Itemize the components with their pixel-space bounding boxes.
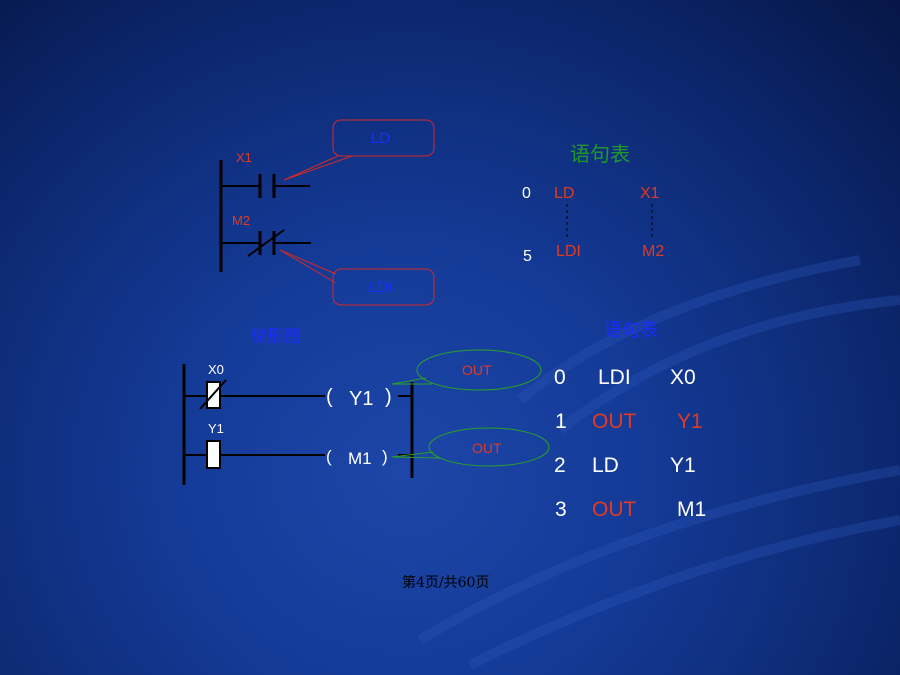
callout-out2-text: OUT (472, 440, 502, 456)
list-step: 2 (554, 454, 566, 477)
coil-y1-open-paren: ( (326, 386, 333, 408)
list-operand: M2 (642, 243, 665, 260)
list-operand: X1 (640, 185, 660, 202)
coil-y1-label: Y1 (349, 388, 374, 410)
callout-ldi-text: LDI (369, 279, 393, 296)
callout-ldi-shape (279, 249, 435, 306)
page-number-label: 第4页/共60页 (402, 575, 490, 591)
callout-out1-shape (391, 349, 542, 391)
instruction-list-title-2: 语句表 (604, 320, 658, 341)
contact-x1-no (221, 174, 310, 198)
coil-m1-close-paren: ) (382, 447, 388, 466)
callout-out1-text: OUT (462, 362, 492, 378)
contact-y1-no (184, 440, 325, 469)
instruction-list-title: 语句表 (570, 142, 630, 166)
ladder-caption: 梯形图 (250, 327, 301, 347)
list-operand: Y1 (670, 454, 696, 477)
list-step: 1 (555, 410, 567, 433)
contact-x1-label: X1 (236, 150, 252, 165)
contact-m2-label: M2 (232, 213, 251, 228)
list-operand: M1 (677, 498, 707, 521)
list-operand: Y1 (677, 410, 703, 433)
list-step: 3 (555, 498, 567, 521)
callout-out2-shape (391, 427, 550, 467)
callout-ld-shape (283, 119, 435, 181)
list-step: 0 (554, 366, 566, 389)
contact-y1-label: Y1 (208, 421, 224, 436)
list-step: 5 (523, 248, 532, 265)
list-operand: X0 (670, 366, 696, 389)
contact-x0-label: X0 (208, 362, 224, 377)
list-instr: LDI (598, 366, 631, 389)
list-step: 0 (522, 185, 531, 202)
contact-x0-nc (184, 379, 325, 410)
list-instr: LD (592, 454, 619, 477)
list-instr: LD (554, 185, 575, 202)
contact-m2-nc (221, 229, 311, 257)
coil-m1-label: M1 (348, 449, 372, 468)
list-instr: OUT (592, 410, 637, 433)
list-instr: OUT (592, 498, 637, 521)
callout-ld-text: LD (371, 130, 391, 147)
coil-y1-close-paren: ) (385, 386, 392, 408)
coil-m1-open-paren: ( (326, 447, 332, 466)
list-instr: LDI (556, 243, 581, 260)
